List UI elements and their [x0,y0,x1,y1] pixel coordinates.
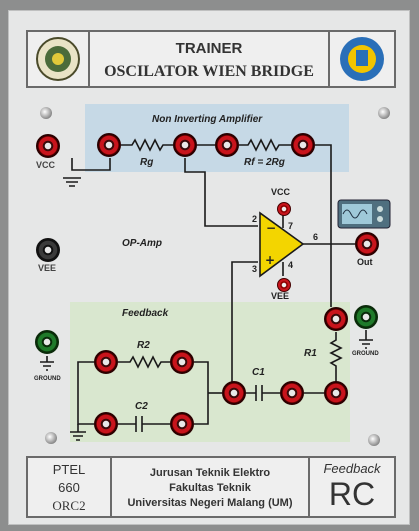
institution-line-1: Jurusan Teknik Elektro [149,467,271,479]
institution-line-2: Fakultas Teknik [169,482,251,494]
rf-left-jack[interactable] [215,133,239,157]
screw-top-left [40,107,52,119]
rf-label: Rf = 2Rg [244,157,285,168]
vcc-jack[interactable] [36,134,60,158]
header-title-box: TRAINER OSCILATOR WIEN BRIDGE [88,30,330,88]
rg-label: Rg [140,157,154,168]
r1-label: R1 [304,348,317,359]
logo-left-box [26,30,90,88]
feedback-type-box: Feedback RC [308,456,396,518]
pin-7-label: 7 [288,221,294,231]
title-trainer: TRAINER [175,40,243,57]
c1-label: C1 [252,367,265,378]
opamp-symbol [259,211,305,278]
ground-right-label: GROUND [352,351,379,357]
screw-bottom-left [45,432,57,444]
product-code-1: PTEL [52,462,86,477]
r2-right-jack[interactable] [170,350,194,374]
output-label: Out [357,257,373,267]
screw-bottom-right [368,434,380,446]
pin-3-label: 3 [252,264,258,274]
r1-top-jack[interactable] [324,307,348,331]
rf-right-jack[interactable] [291,133,315,157]
opamp-label: OP-Amp [122,238,162,249]
feedback-type-caption: Feedback [323,461,381,476]
ministry-logo [340,37,384,81]
r2-label: R2 [137,340,150,351]
r1-bottom-jack[interactable] [324,381,348,405]
product-code-3: ORC2 [52,498,86,513]
ground-right-jack[interactable] [354,305,378,329]
institution-line-3: Universitas Negeri Malang (UM) [127,497,293,509]
institution-box: Jurusan Teknik Elektro Fakultas Teknik U… [110,456,310,518]
feedback-section-label: Feedback [122,308,169,319]
ground-left-jack[interactable] [35,330,59,354]
amp-section-label: Non Inverting Amplifier [152,114,263,125]
output-jack[interactable] [355,232,379,256]
logo-right-box [328,30,396,88]
feedback-type-value: RC [328,476,376,512]
c1-right-jack[interactable] [280,381,304,405]
r2-left-jack[interactable] [94,350,118,374]
vee-jack-label: VEE [38,263,57,273]
vcc-op-label: VCC [271,187,291,197]
pin-6-label: 6 [313,232,319,242]
vcc-indicator-led [277,202,291,216]
c2-right-jack[interactable] [170,412,194,436]
rg-right-jack[interactable] [173,133,197,157]
university-logo [36,37,80,81]
svg-text:−: − [266,221,276,235]
product-code-2: 660 [58,480,80,495]
rg-left-jack[interactable] [97,133,121,157]
c2-left-jack[interactable] [94,412,118,436]
title-oscillator: OSCILATOR WIEN BRIDGE [104,63,314,80]
c1-left-jack[interactable] [222,381,246,405]
vee-indicator-led [277,278,291,292]
svg-text:+: + [265,253,275,267]
product-code-box: PTEL 660 ORC2 [26,456,112,518]
vee-jack[interactable] [36,238,60,262]
pin-2-label: 2 [252,214,258,224]
pin-4-label: 4 [288,260,294,270]
ground-left-label: GROUND [34,376,61,382]
screw-top-right [378,107,390,119]
c2-label: C2 [135,401,148,412]
vee-op-label: VEE [271,291,290,301]
vcc-jack-label: VCC [36,160,56,170]
oscilloscope-icon [337,199,391,229]
